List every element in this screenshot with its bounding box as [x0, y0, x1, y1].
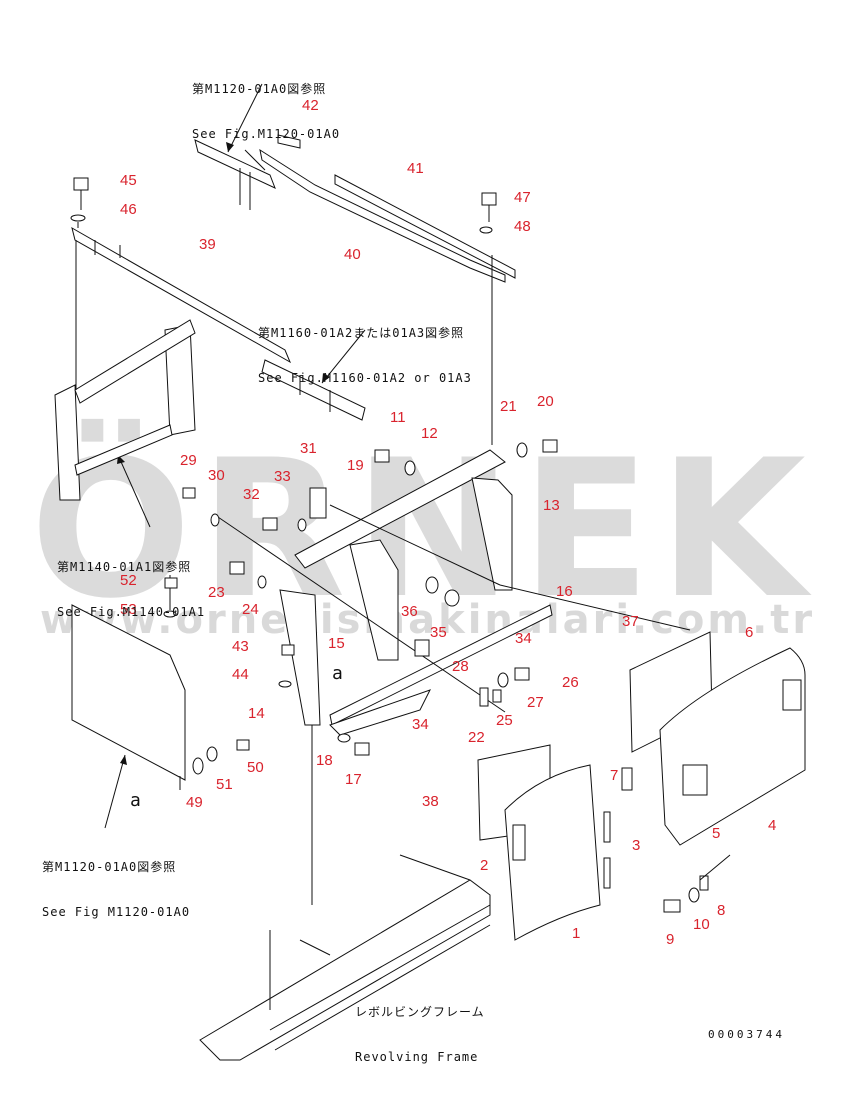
- part-label-25: 25: [496, 712, 513, 729]
- reference-note-revolving-frame: レボルビングフレーム Revolving Frame: [355, 975, 485, 1095]
- part-label-30: 30: [208, 467, 225, 484]
- upper-frame-parts: [71, 134, 516, 421]
- side-covers: [477, 631, 806, 941]
- part-label-1: 1: [572, 925, 580, 942]
- part-label-34a: 34: [515, 630, 532, 647]
- part-label-40: 40: [344, 246, 361, 263]
- part-label-16: 16: [556, 583, 573, 600]
- part-label-53: 53: [120, 601, 137, 618]
- part-label-5: 5: [712, 825, 720, 842]
- part-label-36: 36: [401, 603, 418, 620]
- part-label-14: 14: [248, 705, 265, 722]
- part-label-39: 39: [199, 236, 216, 253]
- reference-note-m1120-bottom: 第M1120-01A0図参照 See Fig M1120-01A0: [42, 830, 190, 950]
- part-label-7: 7: [610, 767, 618, 784]
- part-label-3: 3: [632, 837, 640, 854]
- part-label-47: 47: [514, 189, 531, 206]
- reference-jp: 第M1140-01A1図参照: [57, 560, 192, 574]
- part-label-37: 37: [622, 613, 639, 630]
- part-label-29: 29: [180, 452, 197, 469]
- watermark-url: www.ornekismakinalari.com.tr: [40, 597, 816, 643]
- part-label-43: 43: [232, 638, 249, 655]
- part-label-44: 44: [232, 666, 249, 683]
- reference-en: See Fig.M1160-01A2 or 01A3: [258, 371, 472, 385]
- part-label-24: 24: [242, 601, 259, 618]
- part-label-17: 17: [345, 771, 362, 788]
- reference-jp: 第M1120-01A0図参照: [192, 82, 327, 96]
- reference-jp: レボルビングフレーム: [355, 1005, 485, 1019]
- part-label-2: 2: [480, 857, 488, 874]
- part-label-13: 13: [543, 497, 560, 514]
- part-label-50: 50: [247, 759, 264, 776]
- part-label-35: 35: [430, 624, 447, 641]
- part-label-27: 27: [527, 694, 544, 711]
- figure-code: 00003744: [708, 1028, 785, 1041]
- part-label-52: 52: [120, 572, 137, 589]
- part-label-49: 49: [186, 794, 203, 811]
- part-label-41: 41: [407, 160, 424, 177]
- part-label-8: 8: [717, 902, 725, 919]
- part-label-15: 15: [328, 635, 345, 652]
- hardware: [70, 177, 709, 913]
- reference-en: See Fig.M1140-01A1: [57, 605, 206, 619]
- part-label-26: 26: [562, 674, 579, 691]
- reference-arrows: [104, 83, 366, 829]
- center-frame: [214, 255, 691, 905]
- part-labels: 1 2 3 4 5 6 7 8 9 10 11 12 13 14 15 16 1…: [120, 97, 776, 948]
- part-label-45: 45: [120, 172, 137, 189]
- reference-jp: 第M1120-01A0図参照: [42, 860, 177, 874]
- reference-note-m1160: 第M1160-01A2または01A3図参照 See Fig.M1160-01A2…: [258, 296, 472, 416]
- part-label-10: 10: [693, 916, 710, 933]
- part-label-18: 18: [316, 752, 333, 769]
- reference-en: Revolving Frame: [355, 1050, 479, 1064]
- part-label-38: 38: [422, 793, 439, 810]
- view-mark-a-center: a: [332, 663, 344, 684]
- part-label-19: 19: [347, 457, 364, 474]
- part-label-33: 33: [274, 468, 291, 485]
- part-label-51: 51: [216, 776, 233, 793]
- reference-note-m1140: 第M1140-01A1図参照 See Fig.M1140-01A1: [57, 530, 205, 650]
- reference-jp: 第M1160-01A2または01A3図参照: [258, 326, 465, 340]
- revolving-frame: [199, 854, 491, 1061]
- part-label-32: 32: [243, 486, 260, 503]
- part-label-48: 48: [514, 218, 531, 235]
- part-label-42: 42: [302, 97, 319, 114]
- part-label-9: 9: [666, 931, 674, 948]
- part-label-12: 12: [421, 425, 438, 442]
- part-label-23: 23: [208, 584, 225, 601]
- reference-en: See Fig.M1120-01A0: [192, 127, 341, 141]
- part-label-46: 46: [120, 201, 137, 218]
- part-label-34b: 34: [412, 716, 429, 733]
- part-label-21: 21: [500, 398, 517, 415]
- reference-note-m1120-top: 第M1120-01A0図参照 See Fig.M1120-01A0: [192, 52, 340, 172]
- left-cover: [71, 575, 186, 790]
- part-label-11: 11: [390, 409, 406, 426]
- part-label-31: 31: [300, 440, 317, 457]
- part-label-28: 28: [452, 658, 469, 675]
- view-mark-a-lower: a: [130, 790, 142, 811]
- watermark-brand: ÖRNEK: [30, 419, 814, 640]
- part-label-20: 20: [537, 393, 554, 410]
- part-label-4: 4: [768, 817, 776, 834]
- left-frame: [54, 222, 196, 501]
- part-label-22: 22: [468, 729, 485, 746]
- reference-en: See Fig M1120-01A0: [42, 905, 191, 919]
- part-label-6: 6: [745, 624, 753, 641]
